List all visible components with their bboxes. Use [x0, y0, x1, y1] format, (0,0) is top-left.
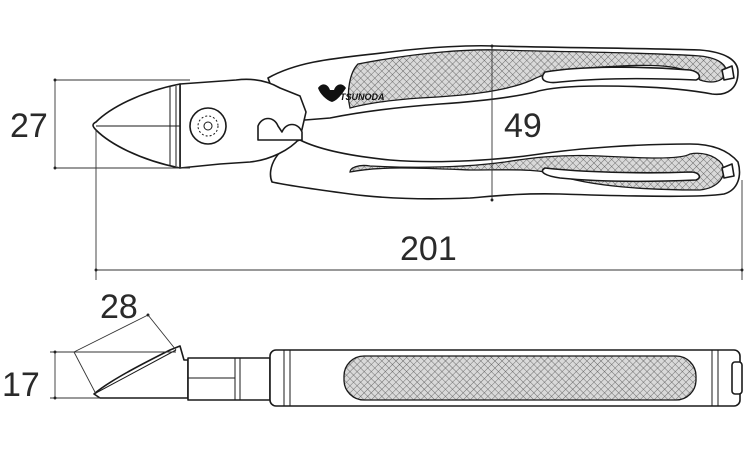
side-cutter-tip	[93, 345, 189, 399]
upper-handle-hole	[721, 65, 735, 81]
side-grip	[343, 355, 697, 401]
dimension-lines-side	[50, 313, 177, 400]
brand-logo: TSUNODA	[318, 84, 385, 102]
pivot-rivet	[189, 107, 227, 145]
upper-handle-inlay	[541, 66, 701, 84]
lower-handle-hole	[721, 163, 735, 179]
logo-text: TSUNODA	[340, 92, 385, 102]
pliers-top-view: TSUNODA	[92, 44, 741, 200]
handle-width-label: 49	[504, 107, 542, 145]
bull-logo-icon	[318, 84, 346, 102]
jaw-height-label: 27	[10, 107, 48, 145]
thickness-label: 17	[2, 366, 40, 404]
overall-length-label: 201	[400, 230, 457, 268]
pliers-side-view	[93, 345, 743, 407]
side-end-cap	[731, 361, 743, 395]
lower-handle-inlay	[541, 167, 701, 183]
side-shank	[187, 357, 271, 401]
dimension-lines-top	[53, 44, 744, 280]
cutter-length-label: 28	[100, 288, 138, 326]
crimper-notch	[257, 117, 303, 141]
pliers-head	[179, 78, 307, 169]
